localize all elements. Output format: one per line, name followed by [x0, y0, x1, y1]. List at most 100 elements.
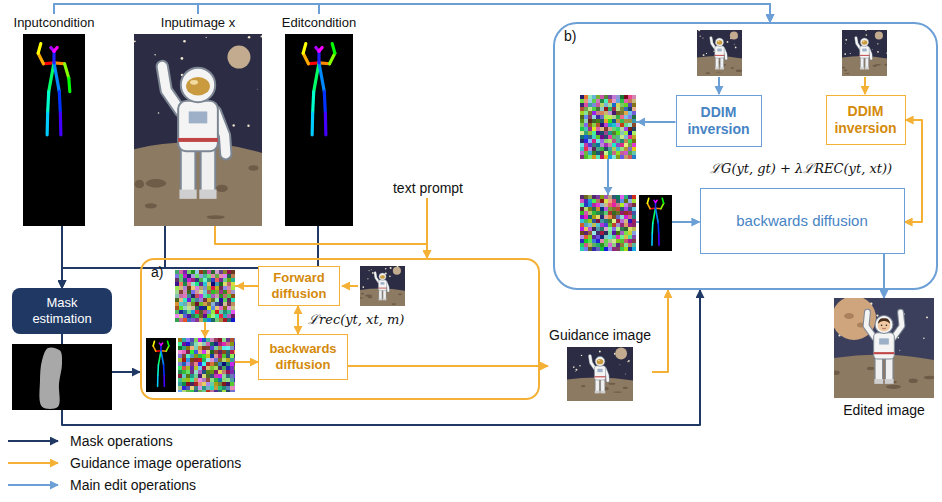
pose-limb [332, 44, 335, 54]
noise-pixel [624, 135, 628, 139]
noise-pixel [588, 239, 592, 243]
pose-limb [303, 44, 306, 54]
star [877, 43, 878, 44]
noise-pixel [182, 358, 186, 362]
node-text: backwards diffusion [736, 212, 867, 230]
noise-pixel [203, 286, 207, 290]
noise-pixel [620, 199, 624, 203]
noise-pixel [604, 239, 608, 243]
noise-pixel [584, 143, 588, 147]
noise-pixel [624, 199, 628, 203]
star [134, 40, 136, 42]
astronaut-figure [375, 273, 388, 301]
noise-pixel [186, 382, 190, 386]
pose-limb [330, 53, 335, 64]
noise-pixel [584, 123, 588, 127]
noise-pixel [604, 147, 608, 151]
noise-pixel [187, 302, 191, 306]
noise-pixel [580, 207, 584, 211]
noise-pixel [592, 195, 596, 199]
noise-pixel [234, 374, 235, 378]
noise-pixel [628, 147, 632, 151]
noise-pixel [226, 382, 230, 386]
noise-pixel [198, 374, 202, 378]
image-node: Editcondition [270, 14, 368, 226]
noise-pixel [624, 239, 628, 243]
noise-pixel [227, 298, 231, 302]
noise-pixel [600, 107, 604, 111]
noise-pixel [608, 239, 612, 243]
noise-pixel [202, 370, 206, 374]
noise-pixel [214, 390, 218, 392]
boot [874, 379, 883, 384]
noise-pixel [604, 151, 608, 155]
noise-pixel [210, 346, 214, 350]
pose-limb [647, 198, 648, 203]
noise-pixel [183, 274, 187, 278]
pose-limb [656, 200, 658, 202]
pose-limb [52, 51, 55, 63]
noise-pixel [195, 286, 199, 290]
noise-pixel [588, 199, 592, 203]
noise-pixel [219, 286, 223, 290]
noise-pixel [198, 378, 202, 382]
noise-pixel [600, 247, 604, 251]
noise-pixel [190, 358, 194, 362]
noise-pixel [588, 123, 592, 127]
noise-pixel [226, 354, 230, 358]
noise-pixel [210, 390, 214, 392]
noise-pixel [584, 203, 588, 207]
pose-image [285, 34, 353, 226]
noise-pixel [195, 298, 199, 302]
noise-pixel [596, 131, 600, 135]
noise-pixel [592, 131, 596, 135]
pose-limb [161, 351, 164, 365]
noise-pixel [608, 207, 612, 211]
ground-crater [135, 180, 144, 189]
pose-background [285, 34, 353, 226]
noise-pixel [215, 310, 219, 314]
planet-crater [844, 313, 854, 319]
noise-pixel [211, 310, 215, 314]
chest-panel [597, 369, 602, 372]
noise-pixel [580, 219, 584, 223]
noise-pixel [182, 374, 186, 378]
noise-pixel [600, 207, 604, 211]
noise-pixel [620, 231, 624, 235]
noise-pixel [604, 243, 608, 247]
noise-pixel [600, 119, 604, 123]
noise-pixel [620, 227, 624, 231]
noise-pixel [608, 235, 612, 239]
star [923, 337, 925, 339]
noise-pixel [612, 111, 616, 115]
noise-pixel [187, 294, 191, 298]
noise-pixel [210, 370, 214, 374]
noise-pixel [612, 107, 616, 111]
noise-pixel [628, 131, 632, 135]
noise-pixel [226, 346, 230, 350]
noise-pixel [207, 302, 211, 306]
noise-pixel [600, 95, 604, 99]
noise-pixel [588, 103, 592, 107]
noise-pixel [600, 231, 604, 235]
noise-pixel [588, 227, 592, 231]
noise-pixel [191, 318, 195, 322]
noise-pixel [234, 354, 235, 358]
noise-pixel [588, 139, 592, 143]
leg [595, 378, 599, 391]
noise-pixel [214, 386, 218, 390]
noise-pixel [620, 215, 624, 219]
noise-pixel [207, 314, 211, 318]
noise-pixel [604, 155, 608, 159]
noise-pixel [203, 274, 207, 278]
noise-pixel [211, 286, 215, 290]
pose-limb [48, 92, 49, 113]
noise-pixel [620, 143, 624, 147]
noise-pixel [207, 294, 211, 298]
noise-pixel [628, 223, 632, 227]
noise-pixel [178, 390, 182, 392]
node-image [23, 34, 85, 226]
mask-background [12, 344, 112, 410]
visor [380, 275, 385, 279]
